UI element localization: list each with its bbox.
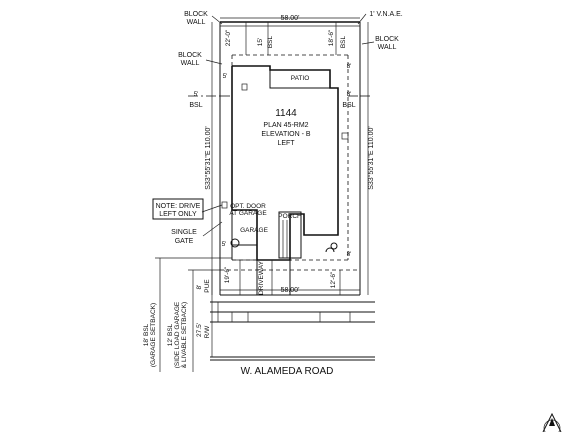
block-wall-label-top-left-2: WALL (187, 19, 206, 26)
dim-12-bsl: 12' BSL (167, 323, 174, 346)
single-gate-line-1: SINGLE (171, 229, 197, 236)
block-wall-label-left-2: WALL (181, 60, 200, 67)
setback-lines (188, 54, 372, 271)
dimension-lines (155, 13, 375, 372)
orientation-label: LEFT (277, 140, 295, 147)
north-arrow-icon (542, 412, 562, 432)
pue-label: PUE (204, 279, 211, 293)
block-wall-label-left: BLOCK (178, 52, 202, 59)
opt-door-line-1: OPT. DOOR (230, 203, 266, 210)
block-wall-label-right: BLOCK (375, 36, 399, 43)
patio-label: PATIO (291, 75, 310, 82)
front-side-5: 5' (222, 241, 227, 248)
dim-19-6: 19'-6" (224, 266, 231, 283)
top-labels: BLOCK WALL 1' V.N.A.E. 58.00' BLOCK WALL… (178, 11, 403, 82)
side-labels: 5' BSL 8' BSL S33°55'31"E 110.00' S33°55… (189, 91, 375, 190)
garage-labels: OPT. DOOR AT GARAGE GARAGE PORCH SINGLE … (171, 203, 351, 258)
livable-setback-label: & LIVABLE SETBACK) (181, 302, 188, 368)
porch-label: PORCH (278, 213, 302, 220)
house-footprint (221, 65, 349, 261)
opt-door-line-2: AT GARAGE (229, 210, 267, 217)
front-side-8: 8' (347, 251, 352, 258)
right-side-8: 8' (347, 91, 352, 98)
front-width-label: 58.00' (281, 287, 300, 294)
lot-number: 1144 (275, 108, 297, 119)
side-load-label: (SIDE LOAD GARAGE (174, 301, 181, 368)
right-bearing: S33°55'31"E 110.00' (367, 126, 375, 190)
rw-label: R/W (204, 325, 211, 339)
dim-27-5: 27.5' (196, 323, 203, 337)
garage-label: GARAGE (240, 227, 268, 234)
lot-info: 1144 PLAN 45-RM2 ELEVATION - B LEFT (261, 108, 310, 147)
plan-name: PLAN 45-RM2 (263, 122, 308, 129)
block-wall-label-right-2: WALL (378, 44, 397, 51)
rear-width-label: 58.00' (281, 15, 300, 22)
note-box: NOTE: DRIVE LEFT ONLY (152, 198, 204, 220)
dim-12-6: 12'-6" (330, 271, 337, 288)
rear-dim-15: 15' (257, 38, 264, 46)
left-bsl-label: BSL (189, 102, 202, 109)
side-8-rear: 8' (347, 63, 352, 70)
driveway-and-street (210, 260, 375, 361)
left-side-5: 5' (194, 91, 199, 98)
rear-bsl-label-right: BSL (340, 35, 347, 48)
rear-bsl-label: BSL (267, 35, 274, 48)
dim-18-bsl: 18' BSL (143, 323, 150, 346)
single-gate-line-2: GATE (175, 238, 194, 245)
left-bearing: S33°55'31"E 110.00' (204, 126, 212, 190)
front-dimension-labels: 19'-6" DRIVEWAY 12'-6" 58.00' 8' PUE 27.… (143, 260, 337, 368)
garage-setback-label: (GARAGE SETBACK) (150, 303, 157, 367)
block-wall-label-top-left: BLOCK (184, 11, 208, 18)
side-5-rear: 5' (223, 73, 228, 80)
vnae-label: 1' V.N.A.E. (369, 11, 402, 18)
note-line-2: LEFT ONLY (159, 211, 197, 218)
driveway-label: DRIVEWAY (258, 260, 265, 295)
right-bsl-label: BSL (342, 102, 355, 109)
road-name: W. ALAMEDA ROAD (241, 366, 334, 377)
rear-dim-18-6: 18'-6" (328, 29, 335, 46)
dim-8: 8' (196, 285, 203, 290)
elevation-name: ELEVATION - B (261, 131, 310, 138)
lot-boundary (219, 21, 361, 296)
rear-dim-22: 22'-0" (225, 29, 232, 46)
note-line-1: NOTE: DRIVE (156, 203, 201, 210)
